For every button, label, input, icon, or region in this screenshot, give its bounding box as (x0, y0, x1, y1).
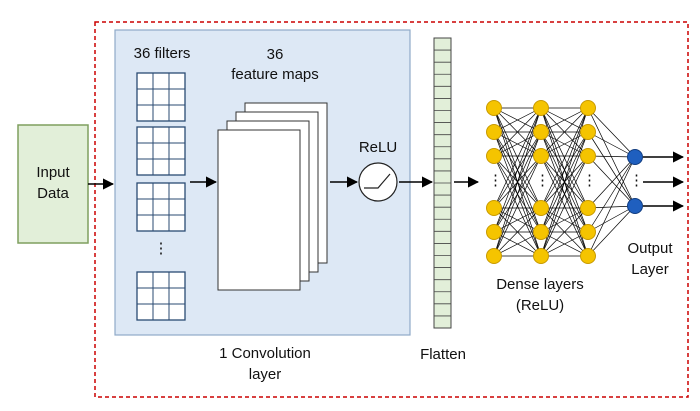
convolution-caption-line2: layer (248, 366, 282, 383)
dense-connections (493, 107, 636, 257)
connection-line (540, 155, 589, 257)
relu-activation-icon (358, 162, 398, 202)
filters-ellipsis: ⋮ (153, 240, 169, 257)
dense-dots-col2: ⋮ (535, 172, 550, 189)
output-layer-label-line1: Output (627, 240, 673, 257)
dense-node (580, 200, 596, 216)
connection-line (587, 107, 636, 207)
output-dots: ⋮ (629, 172, 644, 189)
filter-grid-3 (136, 182, 186, 232)
feature-map-sheet (217, 129, 301, 291)
relu-curve (364, 173, 391, 189)
dense-node (580, 248, 596, 264)
flow-arrows (88, 151, 685, 212)
dense-dots-col3: ⋮ (582, 172, 597, 189)
dense-node (533, 200, 549, 216)
connection-line (540, 107, 589, 209)
connection-line (493, 131, 542, 257)
flatten-column (433, 37, 452, 329)
connection-line (540, 131, 589, 257)
dense-node (533, 148, 549, 164)
connection-line (587, 131, 636, 207)
connection-line (587, 156, 636, 209)
dense-node (533, 124, 549, 140)
connection-line (493, 207, 542, 233)
dense-layers-label-line2: (ReLU) (515, 297, 565, 314)
connection-line (587, 156, 636, 257)
feature-maps-label-line1: 36 (266, 46, 284, 63)
dense-node (486, 248, 502, 264)
dense-node (486, 124, 502, 140)
connection-line (587, 205, 636, 257)
connection-line (493, 107, 542, 209)
connection-line (493, 155, 542, 257)
dense-layers-label-line1: Dense layers (496, 276, 584, 293)
dense-node (580, 224, 596, 240)
connection-line (493, 207, 542, 257)
connection-line (493, 107, 542, 133)
connection-line (587, 155, 636, 207)
input-label-line1: Input (36, 164, 70, 181)
outer-frame (94, 21, 689, 398)
dense-node (533, 224, 549, 240)
flatten-label: Flatten (420, 346, 466, 363)
dense-node (486, 148, 502, 164)
dense-dots-col1: ⋮ (488, 172, 503, 189)
connection-line (587, 156, 636, 233)
connection-line (540, 231, 589, 257)
dense-node (486, 224, 502, 240)
filter-grid-2 (136, 126, 186, 176)
connection-line (493, 107, 542, 233)
connection-line (540, 107, 589, 233)
filters-label: 36 filters (133, 45, 191, 62)
connection-line (493, 107, 542, 157)
connection-line (587, 131, 636, 158)
connection-line (587, 107, 636, 158)
connection-line (493, 131, 542, 157)
filter-grid-1 (136, 72, 186, 122)
feature-maps-stack (217, 102, 328, 291)
convolution-caption-line1: 1 Convolution (219, 345, 311, 362)
input-data-box (17, 124, 89, 244)
feature-maps-label-line2: feature maps (231, 66, 319, 83)
connection-line (540, 207, 589, 233)
output-node (627, 149, 643, 165)
connection-line (540, 207, 589, 257)
filter-grids (136, 72, 186, 321)
filter-grid-4 (136, 271, 186, 321)
network-nodes (486, 100, 643, 264)
dense-node (533, 248, 549, 264)
input-label-line2: Data (37, 185, 69, 202)
output-node (627, 198, 643, 214)
dense-node (486, 200, 502, 216)
output-layer-label-line2: Layer (631, 261, 669, 278)
relu-label: ReLU (358, 139, 398, 156)
dense-node (580, 124, 596, 140)
dense-node (580, 148, 596, 164)
connection-line (493, 231, 542, 257)
dense-node (533, 100, 549, 116)
connection-line (540, 107, 589, 157)
dense-node (486, 100, 502, 116)
connection-line (587, 205, 636, 233)
connection-line (540, 131, 589, 157)
connection-line (540, 107, 589, 133)
dense-node (580, 100, 596, 116)
